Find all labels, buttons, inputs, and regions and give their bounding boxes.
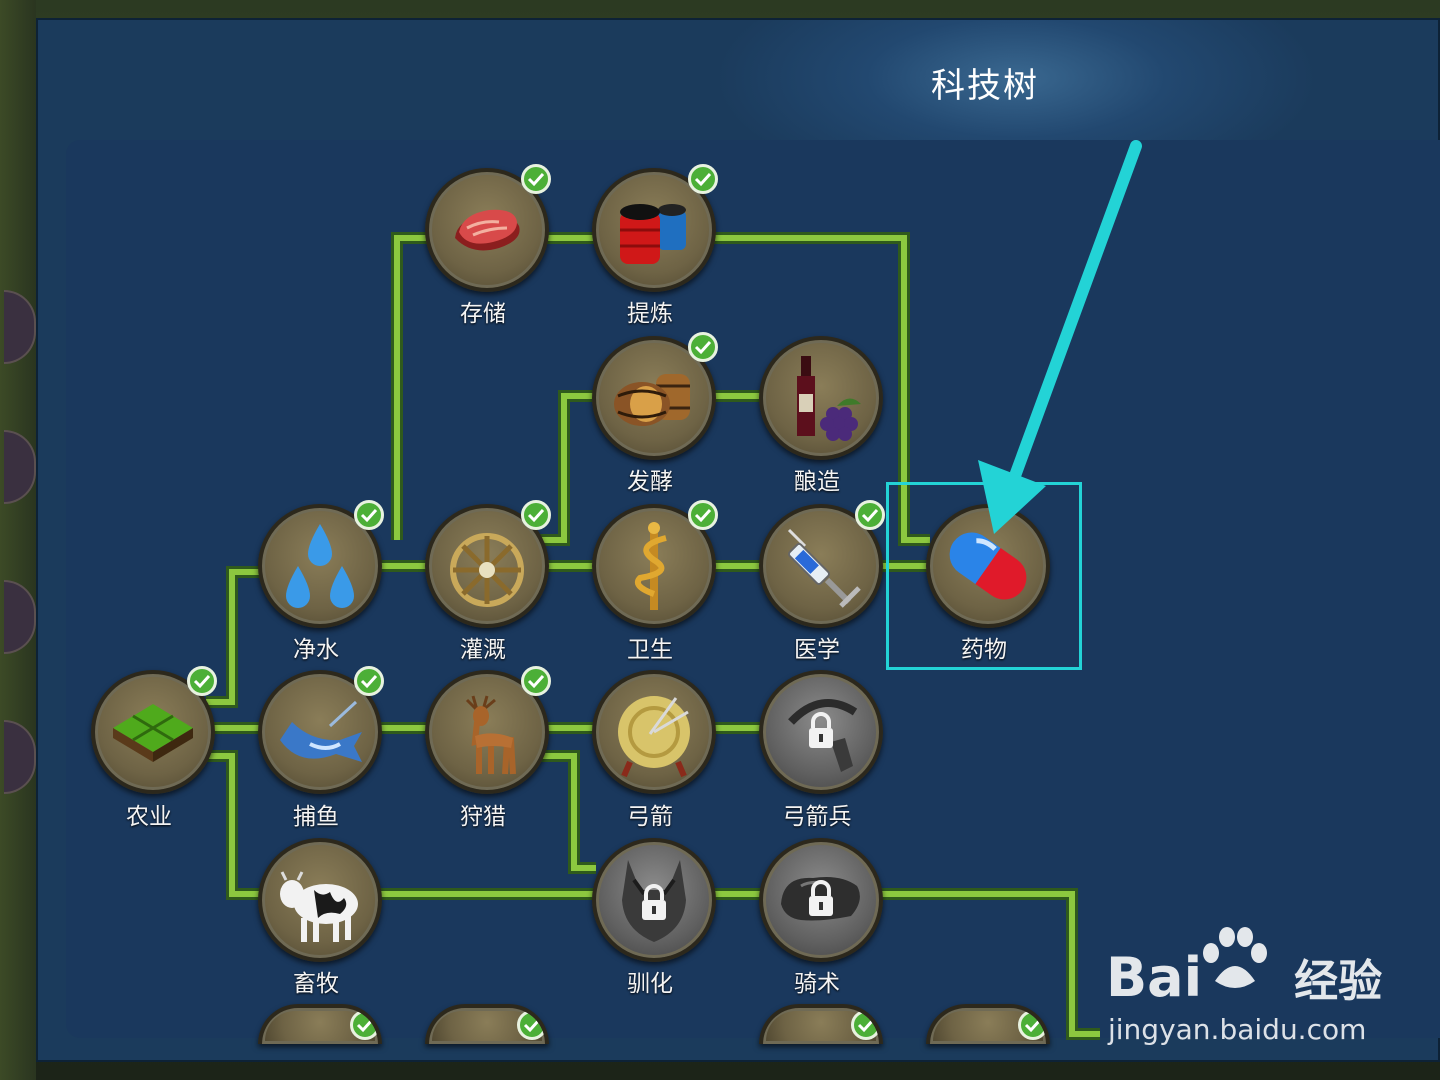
tech-node-partial[interactable] bbox=[759, 1004, 883, 1044]
tech-node-medicine[interactable] bbox=[759, 500, 885, 628]
researched-check-icon bbox=[1018, 1010, 1046, 1040]
tech-label-agriculture: 农业 bbox=[126, 804, 172, 830]
researched-check-icon bbox=[521, 500, 551, 530]
tech-label-refining: 提炼 bbox=[627, 301, 673, 327]
pill-icon bbox=[949, 532, 1027, 600]
researched-check-icon bbox=[350, 1010, 378, 1040]
water-drops-icon bbox=[286, 524, 354, 608]
dog-lock-icon bbox=[622, 860, 686, 942]
tech-label-hygiene: 卫生 bbox=[627, 637, 673, 663]
tech-node-husbandry[interactable] bbox=[258, 838, 382, 962]
tech-label-medicine: 医学 bbox=[794, 637, 840, 663]
horse-lock-icon bbox=[781, 877, 860, 921]
caduceus-icon bbox=[634, 522, 667, 610]
tech-node-archer[interactable] bbox=[759, 670, 883, 794]
tech-label-drugs: 药物 bbox=[961, 637, 1007, 663]
tech-node-hygiene[interactable] bbox=[592, 500, 718, 628]
tech-node-storage[interactable] bbox=[425, 164, 551, 292]
tech-label-taming: 驯化 bbox=[627, 971, 673, 997]
syringe-icon bbox=[787, 528, 861, 608]
tech-node-taming[interactable] bbox=[592, 838, 716, 962]
tech-label-husbandry: 畜牧 bbox=[293, 971, 339, 997]
tech-node-partial[interactable] bbox=[926, 1004, 1050, 1044]
researched-check-icon bbox=[517, 1010, 545, 1040]
tech-label-brewing: 酿造 bbox=[794, 469, 840, 495]
window-title: 科技树 bbox=[931, 66, 1039, 106]
researched-check-icon bbox=[521, 164, 551, 194]
tech-node-water[interactable] bbox=[258, 500, 384, 628]
tech-label-hunting: 狩猎 bbox=[460, 804, 506, 830]
researched-check-icon bbox=[521, 666, 551, 696]
tech-label-irrigation: 灌溉 bbox=[460, 637, 506, 663]
tech-label-fishing: 捕鱼 bbox=[293, 804, 339, 830]
tech-label-storage: 存储 bbox=[460, 301, 506, 327]
pointer-arrow-icon bbox=[978, 140, 1142, 534]
researched-check-icon bbox=[851, 1010, 879, 1040]
paw-logo-icon bbox=[1203, 927, 1267, 988]
tech-node-hunting[interactable] bbox=[425, 666, 551, 794]
researched-check-icon bbox=[688, 332, 718, 362]
deer-icon bbox=[465, 695, 516, 775]
wine-grapes-icon bbox=[797, 356, 861, 441]
tech-label-water: 净水 bbox=[293, 637, 339, 663]
researched-check-icon bbox=[354, 666, 384, 696]
target-arrows-icon bbox=[618, 696, 690, 778]
researched-check-icon bbox=[354, 500, 384, 530]
map-edge bbox=[0, 0, 36, 1080]
tech-node-agriculture[interactable] bbox=[91, 666, 217, 794]
waterwheel-icon bbox=[450, 533, 524, 607]
tech-node-partial[interactable] bbox=[258, 1004, 382, 1044]
researched-check-icon bbox=[187, 666, 217, 696]
tech-node-fishing[interactable] bbox=[258, 666, 384, 794]
researched-check-icon bbox=[688, 500, 718, 530]
tech-node-riding[interactable] bbox=[759, 838, 883, 962]
wood-barrel-icon bbox=[614, 374, 690, 426]
tech-node-brewing[interactable] bbox=[759, 336, 883, 460]
swordfish-icon bbox=[280, 700, 362, 762]
meat-icon bbox=[455, 209, 520, 251]
tech-node-drugs[interactable] bbox=[926, 504, 1050, 628]
tech-node-archery[interactable] bbox=[592, 670, 716, 794]
tech-node-fermentation[interactable] bbox=[592, 332, 718, 460]
tech-label-archery: 弓箭 bbox=[627, 804, 673, 830]
bow-lock-icon bbox=[788, 699, 858, 772]
tech-node-refining[interactable] bbox=[592, 164, 718, 292]
tech-label-archer: 弓箭兵 bbox=[782, 804, 852, 830]
watermark-url: jingyan.baidu.com bbox=[1108, 1013, 1367, 1046]
researched-check-icon bbox=[855, 500, 885, 530]
tech-node-irrigation[interactable] bbox=[425, 500, 551, 628]
barrels-icon bbox=[620, 204, 686, 264]
farmland-icon bbox=[113, 704, 193, 762]
tech-label-riding: 骑术 bbox=[794, 971, 840, 997]
researched-check-icon bbox=[688, 164, 718, 194]
cow-icon bbox=[280, 871, 358, 942]
tech-node-partial[interactable] bbox=[425, 1004, 549, 1044]
tech-label-fermentation: 发酵 bbox=[627, 469, 673, 495]
